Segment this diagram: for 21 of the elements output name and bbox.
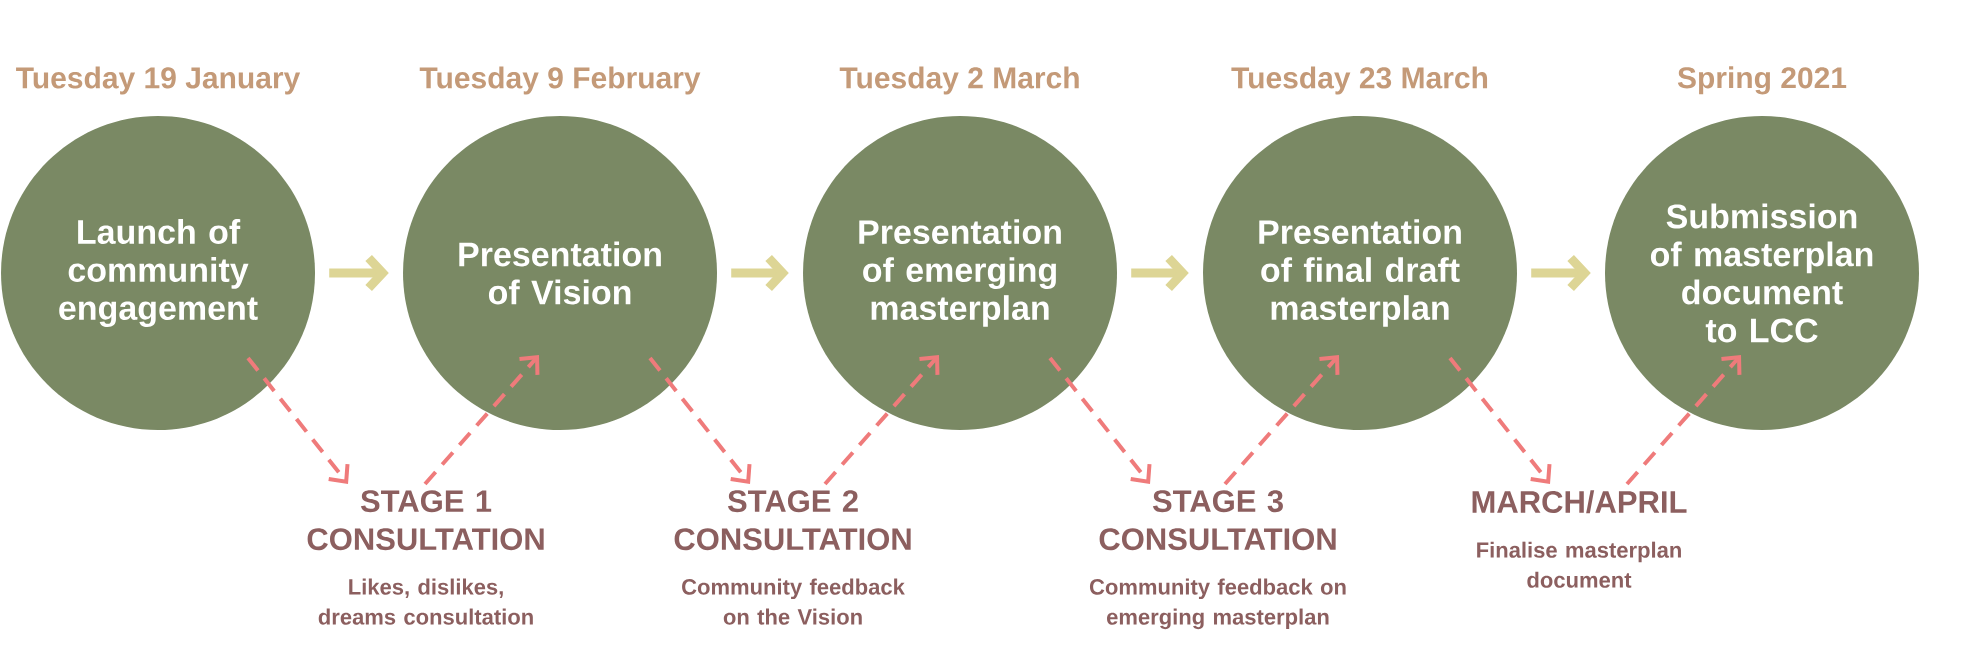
arrow xyxy=(823,355,940,486)
arrow xyxy=(1625,355,1742,486)
arrow xyxy=(1223,355,1340,486)
arrow xyxy=(1048,356,1152,484)
date-label: Tuesday 9 February xyxy=(419,66,701,95)
date-label: Tuesday 19 January xyxy=(16,66,301,95)
arrow xyxy=(423,355,540,486)
stage-description: Finalise masterplan document xyxy=(1477,541,1681,588)
stage-heading: STAGE 1 CONSULTATION xyxy=(307,490,544,551)
stage-description: Community feedback on emerging masterplan xyxy=(1089,578,1346,630)
stage-heading: MARCH/APRIL xyxy=(1472,490,1687,514)
arrow xyxy=(246,356,350,484)
date-label: Spring 2021 xyxy=(1677,66,1847,95)
arrow xyxy=(648,356,752,484)
stage-heading: STAGE 2 CONSULTATION xyxy=(674,490,911,551)
arrow xyxy=(1448,356,1552,484)
stage-description: Community feedback on the Vision xyxy=(682,578,905,625)
date-label: Tuesday 2 March xyxy=(839,66,1079,95)
stage-heading: STAGE 3 CONSULTATION xyxy=(1099,490,1336,551)
stage-description: Likes, dislikes, dreams consultation xyxy=(318,578,533,625)
date-label: Tuesday 23 March xyxy=(1231,66,1488,95)
